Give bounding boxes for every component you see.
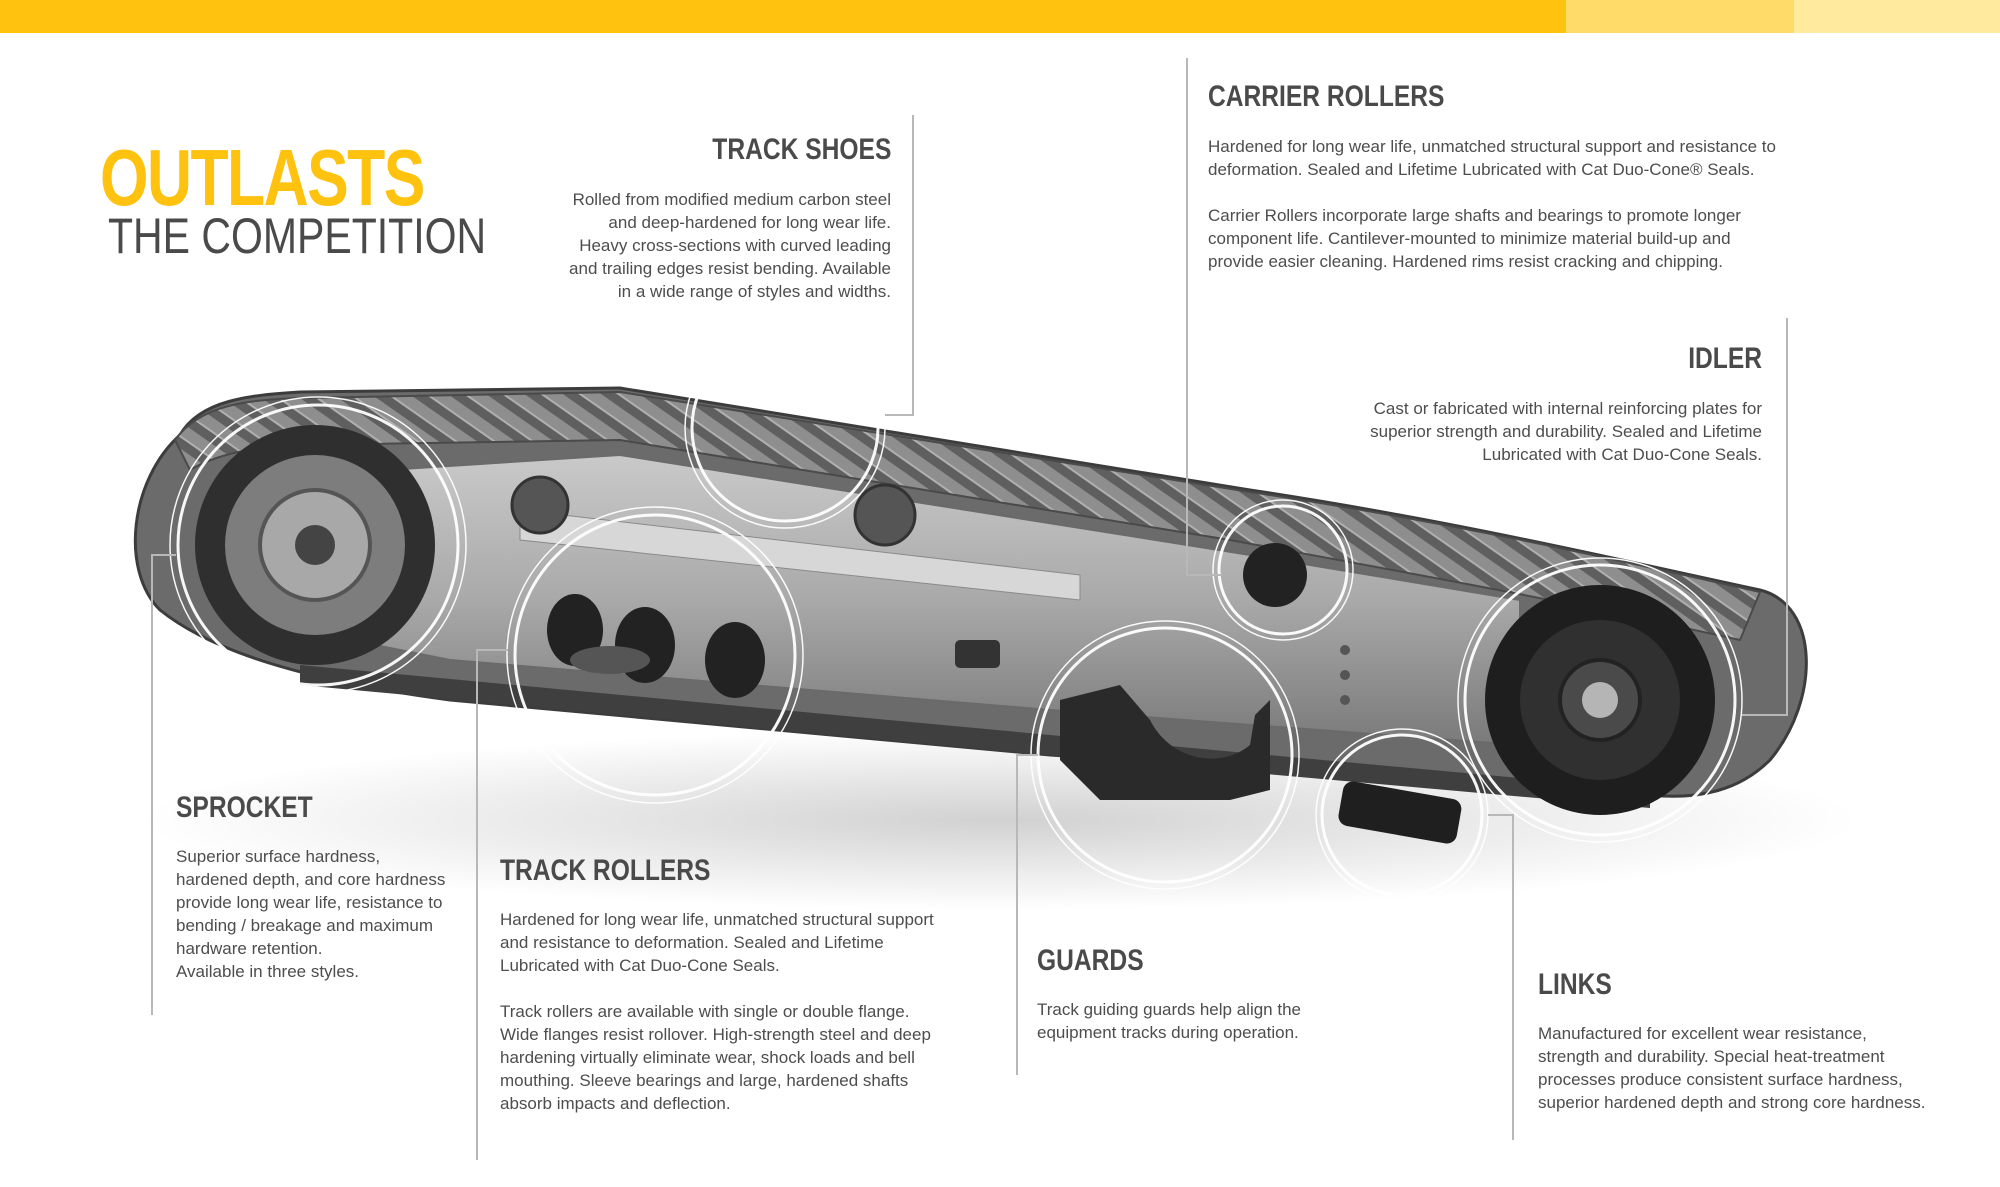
sprocket-body: Superior surface hardness, hardened dept… [176, 847, 446, 981]
frame-top-plate [519, 509, 1081, 601]
zoom-circle-carrier-rollers-outer [1212, 499, 1354, 641]
zoom-circle-idler [1463, 563, 1737, 837]
headline-outlasts: OUTLASTS [100, 133, 425, 222]
accent-bar-yellow [0, 0, 1566, 33]
frame-bolt [1340, 670, 1350, 680]
links-detail [1338, 781, 1462, 844]
leader-line-idler [1742, 318, 1788, 716]
track-rollers-title: TRACK ROLLERS [500, 854, 711, 887]
guard-part [1060, 685, 1270, 800]
top-accent-bar [0, 0, 2000, 33]
leader-line-guards [1016, 754, 1038, 1075]
zoom-circle-track-shoes [690, 333, 880, 523]
track-rollers-group [547, 594, 765, 698]
frame-bolt [1340, 645, 1350, 655]
track-shoes-body: Rolled from modified medium carbon steel… [569, 190, 891, 301]
zoom-circle-guards [1036, 626, 1294, 884]
sprocket-title: SPROCKET [176, 791, 313, 824]
leader-line-sprocket [151, 554, 176, 1015]
idler-title: IDLER [1688, 342, 1762, 375]
sprocket-wheel [195, 425, 435, 665]
zoom-circle-carrier-rollers [1217, 504, 1349, 636]
lower-link-chain [300, 665, 1650, 808]
zoom-circle-idler-outer [1457, 557, 1743, 843]
accent-bar-light [1566, 0, 1794, 33]
carrier-rollers-group [510, 475, 1307, 607]
zoom-circle-track-rollers-outer [506, 506, 804, 804]
frame-bolt [1340, 695, 1350, 705]
links-title: LINKS [1538, 968, 1612, 1001]
headline-competition: THE COMPETITION [108, 208, 487, 264]
track-shoes-title: TRACK SHOES [711, 133, 891, 166]
zoom-circle-links-outer [1315, 728, 1489, 902]
accent-bar-lighter [1794, 0, 2000, 33]
idler-wheel [1485, 585, 1715, 815]
leader-line-links [1488, 814, 1514, 1140]
carrier-rollers-title: CARRIER ROLLERS [1208, 80, 1445, 113]
zoom-circle-links [1320, 733, 1484, 897]
track-frame [228, 453, 1521, 747]
guards-body: Track guiding guards help align the equi… [1037, 1000, 1301, 1042]
frame-slot [955, 640, 1000, 668]
links-body: Manufactured for excellent wear resistan… [1538, 1024, 1926, 1112]
guards-title: GUARDS [1037, 944, 1144, 977]
idler-body: Cast or fabricated with internal reinfor… [1370, 399, 1762, 464]
zoom-circle-track-shoes-outer [684, 327, 886, 529]
track-rollers-body: Hardened for long wear life, unmatched s… [500, 910, 934, 1113]
zoom-circle-sprocket [176, 403, 460, 687]
zoom-circle-sprocket-outer [169, 396, 467, 694]
zoom-circle-guards-outer [1030, 620, 1300, 890]
zoom-circle-track-rollers [513, 513, 797, 797]
carrier-rollers-body: Hardened for long wear life, unmatched s… [1208, 137, 1776, 271]
